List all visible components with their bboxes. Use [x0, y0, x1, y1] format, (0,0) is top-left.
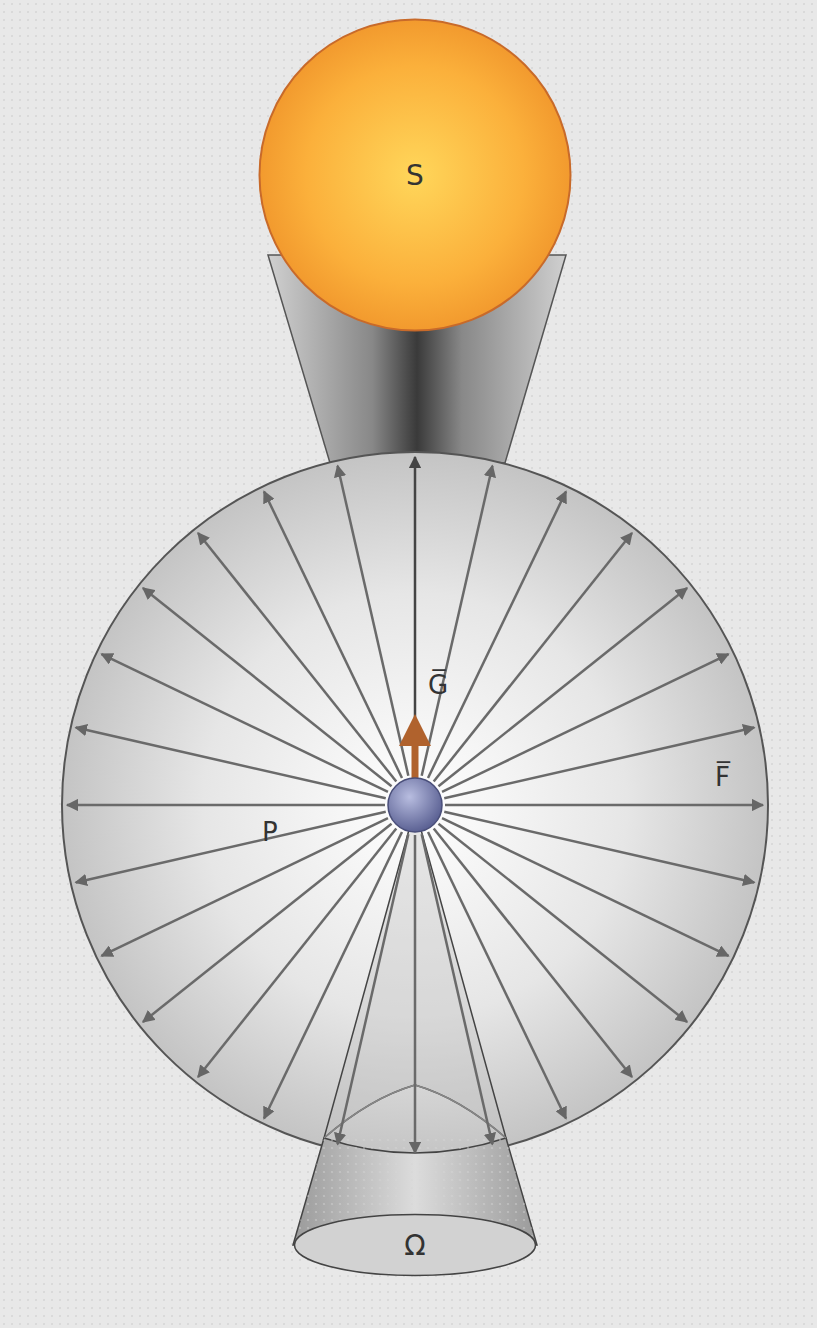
g-arrow-shaft [412, 744, 419, 782]
force-ray [67, 804, 385, 807]
node-shape [295, 1215, 536, 1276]
g-arrow-head [399, 714, 431, 746]
sphere [62, 452, 768, 1158]
force-ray [434, 828, 632, 1077]
force-ray [438, 588, 687, 786]
solid-angle-label: Ω [404, 1229, 425, 1262]
force-ray [264, 491, 402, 778]
pressure-label: P [262, 817, 278, 848]
force-ray [198, 533, 396, 782]
particle [388, 778, 442, 832]
force-ray [76, 728, 386, 799]
force-ray [338, 466, 409, 776]
force-ray [101, 818, 388, 956]
force-ray [264, 832, 402, 1119]
force-label: F̅ [715, 762, 730, 793]
force-ray [428, 832, 566, 1119]
force-ray [442, 654, 729, 792]
force-ray [414, 835, 417, 1153]
gravity-label: G̅ [428, 670, 448, 701]
force-ray [442, 818, 729, 956]
force-ray [422, 466, 493, 776]
force-ray [428, 491, 566, 778]
base-ellipse: Ω [293, 1213, 537, 1277]
force-ray [422, 834, 493, 1144]
sun-circle: S [258, 18, 572, 332]
force-ray [444, 812, 754, 883]
force-ray [338, 834, 409, 1144]
force-ray [76, 812, 386, 883]
force-ray [143, 824, 392, 1022]
node-shape [260, 20, 571, 331]
force-ray [444, 728, 754, 799]
force-ray [445, 804, 763, 807]
sun-label: S [406, 159, 424, 192]
force-ray [101, 654, 388, 792]
